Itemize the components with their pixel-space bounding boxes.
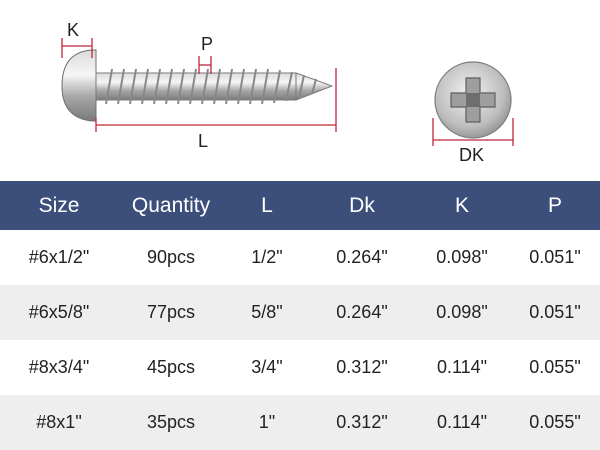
table-header: Size Quantity L Dk K P bbox=[0, 181, 600, 230]
cell-dk: 0.312" bbox=[336, 357, 388, 377]
screw-illustration bbox=[61, 38, 514, 146]
cell-dk: 0.264" bbox=[336, 247, 388, 267]
cell-k: 0.098" bbox=[436, 247, 488, 267]
label-dk: DK bbox=[459, 145, 485, 165]
cell-k: 0.098" bbox=[436, 302, 488, 322]
cell-size: #8x3/4" bbox=[28, 357, 90, 377]
label-p: P bbox=[201, 34, 214, 54]
cell-l: 1/2" bbox=[251, 247, 283, 267]
header-p: P bbox=[547, 193, 562, 217]
table-row: #8x3/4" 45pcs 3/4" 0.312" 0.114" 0.055" bbox=[0, 340, 600, 395]
header-size: Size bbox=[38, 193, 80, 217]
table-row: #6x5/8" 77pcs 5/8" 0.264" 0.098" 0.051" bbox=[0, 285, 600, 340]
cell-dk: 0.312" bbox=[336, 412, 388, 432]
screw-diagram: K P L DK bbox=[0, 0, 600, 180]
screw-head-top bbox=[434, 61, 512, 139]
cell-quantity: 90pcs bbox=[146, 247, 196, 267]
cell-quantity: 35pcs bbox=[146, 412, 196, 432]
spec-table: Size Quantity L Dk K P #6x1/2" 90pcs 1/2… bbox=[0, 181, 600, 450]
cell-l: 1" bbox=[258, 412, 276, 432]
cell-l: 5/8" bbox=[251, 302, 283, 322]
cell-p: 0.055" bbox=[529, 412, 581, 432]
cell-l: 3/4" bbox=[251, 357, 283, 377]
cell-quantity: 45pcs bbox=[146, 357, 196, 377]
dimension-lines bbox=[61, 38, 514, 146]
cell-quantity: 77pcs bbox=[146, 302, 196, 322]
cell-dk: 0.264" bbox=[336, 302, 388, 322]
header-k: K bbox=[454, 193, 469, 217]
header-dk: Dk bbox=[349, 193, 375, 217]
cell-size: #8x1" bbox=[36, 412, 82, 432]
cell-p: 0.051" bbox=[529, 302, 581, 322]
header-l: L bbox=[261, 193, 273, 217]
cell-k: 0.114" bbox=[436, 412, 488, 432]
screw-shank bbox=[95, 68, 334, 105]
cell-p: 0.055" bbox=[529, 357, 581, 377]
table-row: #6x1/2" 90pcs 1/2" 0.264" 0.098" 0.051" bbox=[0, 230, 600, 285]
cell-size: #6x1/2" bbox=[28, 247, 90, 267]
table-row: #8x1" 35pcs 1" 0.312" 0.114" 0.055" bbox=[0, 395, 600, 450]
label-l: L bbox=[198, 131, 209, 151]
header-quantity: Quantity bbox=[131, 193, 211, 217]
screw-head-side bbox=[61, 49, 97, 122]
cell-k: 0.114" bbox=[436, 357, 488, 377]
label-k: K bbox=[67, 20, 80, 40]
cell-p: 0.051" bbox=[529, 247, 581, 267]
cell-size: #6x5/8" bbox=[28, 302, 90, 322]
